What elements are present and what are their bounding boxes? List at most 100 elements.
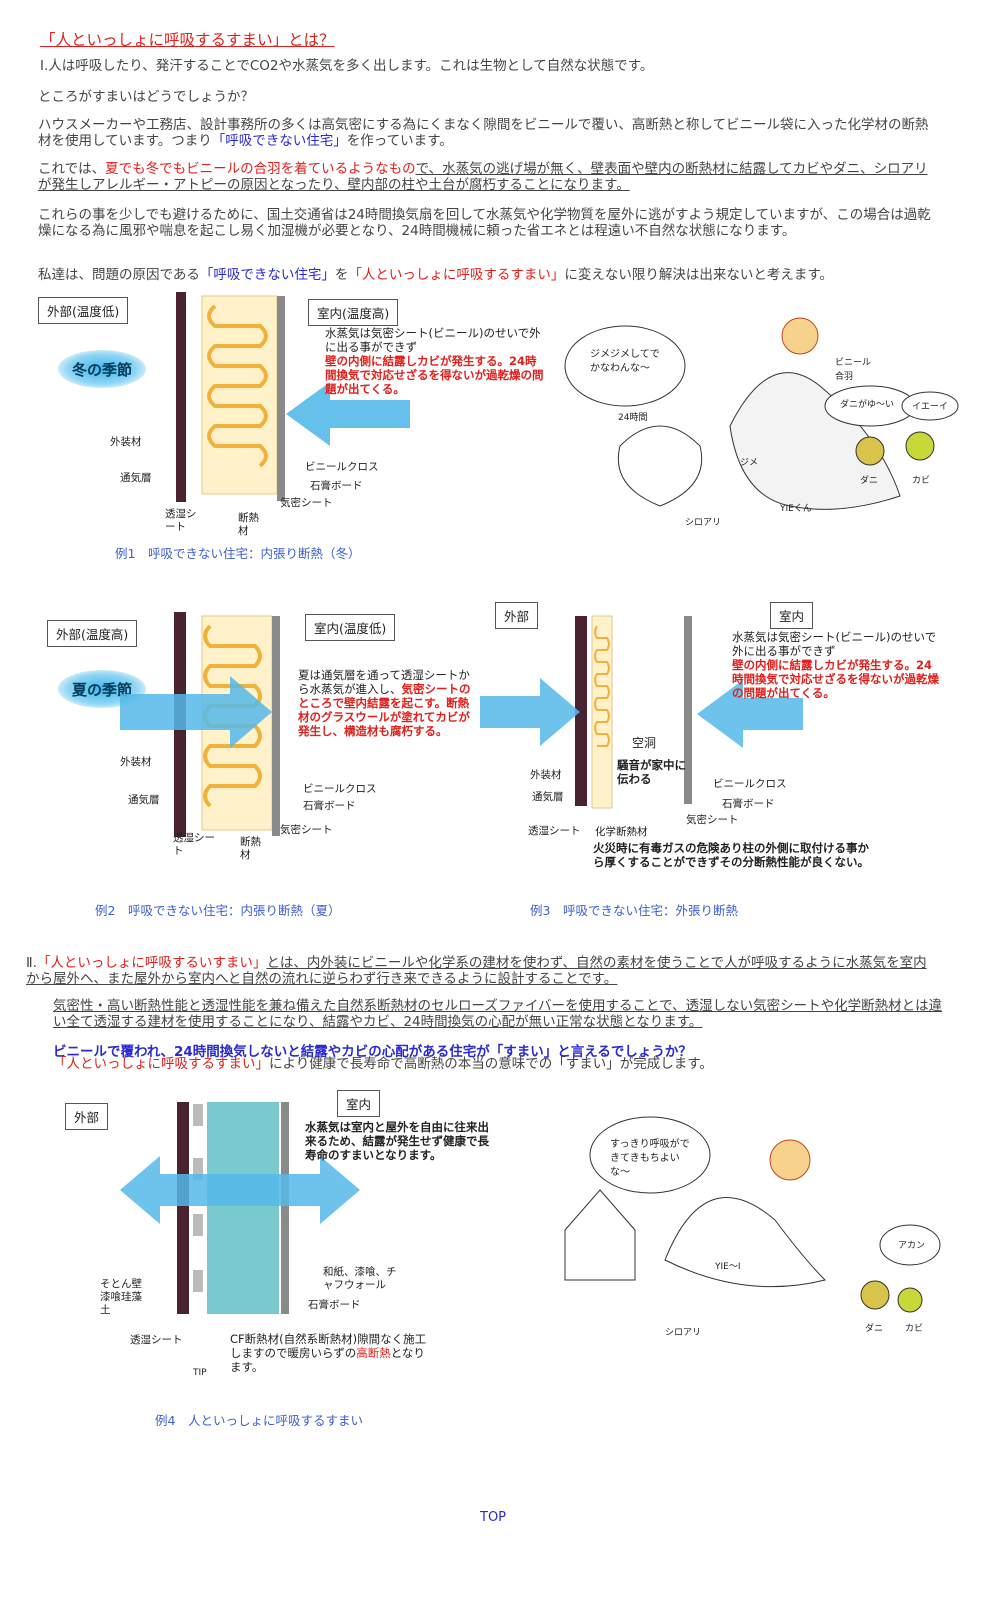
cartoon1-yie: YIEくん [780,504,812,514]
outside-label: 外部(温度高) [47,620,138,647]
summer-note-black: 夏は通気層を通って透湿シートから水蒸気が進入し、 [298,668,470,696]
external-note-black: 水蒸気は気密シート(ビニール)のせいで外に出る事ができず [732,630,937,658]
page-title: 「人といっしょに呼吸するすまい」とは？ [40,31,335,49]
exterior-label: 外装材 [530,769,562,781]
permeable-label: 透湿シート [165,508,197,533]
outdoor-arrow [480,678,580,746]
diagram3-caption: 例3 呼吸できない住宅：外張り断熱 [530,903,738,918]
airtight-label: 気密シート [686,814,739,826]
tip-1 [193,1104,203,1126]
section1-p4-end: で、水蒸気の逃げ場が無く、壁表面や壁内の断熱材に結露してカビやダニ、シロアリが発… [38,161,928,193]
section1-p5: これらの事を少しでも避けるために、国土交通省は24時間換気扇を回して水蒸気や化学… [38,207,931,239]
vinyl-label: ビニールクロス [713,778,787,790]
cartoon1-raincoat: ビニール合羽 [835,358,872,382]
section1-p3-highlight: 「呼吸できない住宅」 [211,133,347,149]
inside-label: 室内 [337,1090,381,1117]
exterior-label: そとん壁漆喰珪藻土 [100,1278,142,1316]
section2-p4-text: により健康で長寿命で高断熱の本当の意味での「すまい」が完成します。 [269,1056,713,1072]
airlayer-label: 通気層 [532,791,564,803]
summer-note-red: 気密シートのところで壁内結露を起こす。断熱材のグラスウールが塗れてカビが発生し、… [298,682,471,738]
cartoon2-bubble: すっきり呼吸ができてきもちよいな〜 [610,1139,690,1178]
outside-label: 外部 [65,1103,109,1130]
wall-section-winter [176,292,410,502]
cartoon2-yie: YIE〜I [715,1262,741,1272]
section1-p4-highlight: 夏でも冬でもビニールの合羽を着ているようなもの [105,161,416,177]
cartoon1-dani-bubble: ダニがゆ〜い [840,400,895,410]
cartoon2-akan: アカン [898,1241,926,1251]
cartoon-happy: すっきり呼吸ができてきもちよいな〜 アカン YIE〜I ダニ カビ シロアリ [525,1100,945,1340]
section2-p2: 気密性・高い断熱性能と透湿性能を兼ね備えた自然系断熱材のセルローズファイバーを使… [53,998,943,1030]
section1-p6-end: に変えない限り解決は出来ないと考えます。 [564,267,834,283]
wall-section-external [480,615,692,809]
cf-insulation [207,1102,279,1314]
section1-p3-text: ハウスメーカーや工務店、設計事務所の多くは高気密にする為にくまなく隙間をビニール… [38,117,929,149]
wall-section-summer [120,612,280,837]
two-way-arrow [120,1156,360,1224]
section1-p3: ハウスメーカーや工務店、設計事務所の多くは高気密にする為にくまなく隙間をビニール… [38,117,938,149]
inside-label: 室内 [770,602,814,629]
diagram2-caption: 例2 呼吸できない住宅：内張り断熱（夏） [95,903,341,918]
outside-label: 外部 [495,602,539,629]
gypsum-label: 石膏ボード [310,480,363,492]
tip-label: TIP [193,1368,207,1378]
vinyl-label: ビニールクロス [303,783,377,795]
cf-note: CF断熱材(自然系断熱材)隙間なく施工しますので暖房いらずの高断熱となります。 [230,1332,430,1374]
section1-p4-start: これでは、 [38,161,106,177]
cartoon1-jime: ジメ [740,458,759,468]
gypsum-board [272,616,280,836]
tip-3 [193,1214,203,1236]
season-badge: 夏の季節 [58,670,146,708]
section1-p4: これでは、夏でも冬でもビニールの合羽を着ているようなもので、水蒸気の逃げ場が無く… [38,161,938,193]
insulation-label: 断熱材 [240,836,261,861]
cf-note-end: となります。 [230,1346,425,1374]
cartoon-winter-drawing [564,317,959,510]
airtight-label: 気密シート [280,497,333,509]
wall-section-breathing [120,1102,360,1314]
permeable-label: 透湿シート [173,832,215,857]
tip-2 [193,1158,203,1180]
cavity-label: 空洞 [632,736,657,750]
glasswool-pattern [207,304,268,468]
cf-note-highlight: 高断熱 [356,1346,391,1360]
chem-insulation [591,615,613,809]
exterior-label: 外装材 [120,756,152,768]
vapor-arrow [120,676,272,748]
airlayer-label: 通気層 [128,794,160,806]
airlayer-label: 通気層 [120,472,152,484]
cartoon1-kabi: カビ [912,476,931,486]
inside-label: 室内(温度低) [305,614,396,641]
cartoon1-shiroari: シロアリ [685,518,722,528]
section1-p3-end: を作っています。 [346,133,453,149]
fire-note: 火災時に有毒ガスの危険あり柱の外側に取付ける事から厚くすることができずその分断熱… [593,841,869,869]
chem-pattern [594,625,610,747]
washi-label: 和紙、漆喰、チャフウォール [323,1266,397,1291]
noise-label: 騒音が家中に伝わる [617,758,686,786]
winter-note: 水蒸気は気密シート(ビニール)のせいで外に出る事ができず壁の内側に結露しカビが発… [325,326,545,396]
section1-p2: ところがすまいはどうでしょうか？ [38,89,254,105]
cartoon2-kabi: カビ [905,1324,924,1334]
section2-p1-highlight: 「人といっしょに呼吸するいすまい」 [36,955,267,971]
permeable-label: 透湿シート [528,825,581,837]
summer-note: 夏は通気層を通って透湿シートから水蒸気が進入し、気密シートのところで壁内結露を起… [298,668,478,738]
winter-note-black: 水蒸気は気密シート(ビニール)のせいで外に出る事ができず [325,326,541,354]
gypsum-label: 石膏ボード [303,800,356,812]
tip-4 [193,1270,203,1292]
section1-p6-mid: を [334,267,349,283]
section2-p3: ビニールで覆われ、24時間換気しないと結露やカビの心配がある住宅が「すまい」と言… [53,1044,692,1060]
vinyl-label: ビニールクロス [305,461,379,473]
section2-p1: Ⅱ.「人といっしょに呼吸するいすまい」とは、内外装にビニールや化学系の建材を使わ… [26,955,936,987]
section1-p6-highlight1: 「呼吸できない住宅」 [199,267,335,283]
outside-label: 外部(温度低) [38,297,129,324]
top-link[interactable]: TOP [480,1510,507,1525]
gypsum-label: 石膏ボード [722,798,775,810]
gypsum-label: 石膏ボード [308,1299,361,1311]
cartoon-happy-drawing [564,1116,941,1313]
external-note-red: 壁の内側に結露しカビが発生する。24時間換気で対応せざるを得ないが過乾燥の問題が… [732,658,939,700]
winter-note-red: 壁の内側に結露しカビが発生する。24時間換気で対応せざるを得ないが過乾燥の問題が… [325,354,544,396]
section1-p6-highlight2: 「人といっしょに呼吸するすまい」 [348,267,565,283]
exterior-label: 外装材 [110,436,142,448]
cartoon1-dani: ダニ [860,476,879,486]
exterior-board [575,616,587,806]
section1-p1: Ⅰ.人は呼吸したり、発汗することでCO2や水蒸気を多く出します。これは生物として… [40,58,654,74]
diagram4-caption: 例4 人といっしょに呼吸するすまい [155,1413,363,1428]
